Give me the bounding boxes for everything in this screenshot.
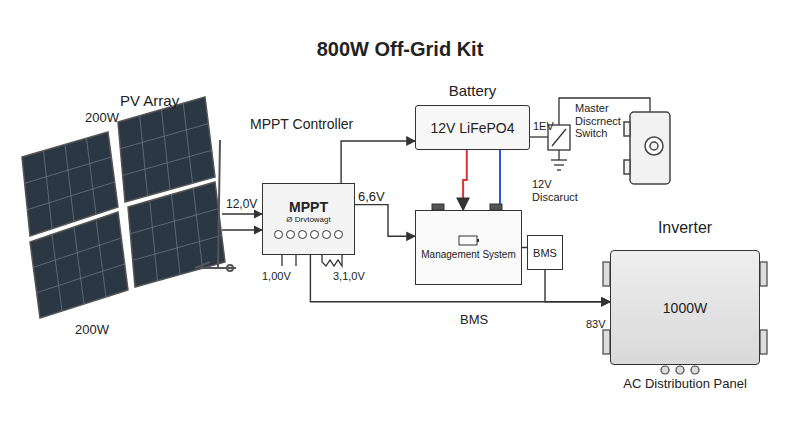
connector — [355, 205, 415, 237]
box-caption: AC Distribution Panel — [623, 376, 747, 391]
panel-cell-line — [123, 150, 212, 175]
panel-cell-line — [120, 124, 208, 149]
switch-label: Master Discrnect Switch — [575, 102, 627, 140]
panel-cell-line — [183, 103, 192, 183]
box-heading: Battery — [449, 82, 497, 99]
voltage-label: 83V — [586, 318, 606, 330]
inverter-box: Inverter1000WAC Distribution Panel — [610, 250, 760, 365]
diagram-title: 800W Off-Grid Kit — [317, 38, 484, 61]
panel-cell-line — [74, 227, 84, 304]
panel-cell-line — [37, 264, 125, 293]
panel-cell-line — [130, 209, 218, 234]
voltage-label: 12V Discaruct — [532, 178, 588, 203]
panel-cell-line — [162, 110, 171, 190]
panel-cell-line — [172, 195, 181, 275]
terminal — [274, 230, 283, 239]
voltage-label: 1EV — [533, 120, 554, 132]
panel-cell-line — [65, 145, 74, 222]
terminal — [310, 230, 319, 239]
terminal — [298, 230, 307, 239]
panel-cell-line — [150, 201, 158, 281]
box-text: 1000W — [663, 300, 707, 316]
voltage-label: 3,1,0V — [333, 270, 365, 282]
box-text: MPPT — [289, 199, 328, 215]
terminal-row — [274, 230, 343, 239]
panel-cell-line — [33, 238, 121, 267]
box-text: BMS — [533, 247, 557, 259]
power-rating: 200W — [75, 322, 109, 337]
box-text: 12V LiFePO4 — [430, 120, 514, 136]
battery-management-box: Management System — [415, 210, 522, 285]
box-subtext: Ø Drvtowagt — [286, 215, 330, 224]
bms-box: BMS — [527, 235, 563, 270]
panel-cell-line — [27, 182, 114, 210]
terminal — [322, 230, 331, 239]
master-disconnect-device — [624, 112, 670, 184]
power-rating: 200W — [85, 110, 119, 125]
panel-cell-line — [133, 235, 222, 260]
controller-label: MPPT Controller — [250, 116, 353, 132]
battery-icon — [458, 234, 480, 246]
box-heading: Inverter — [658, 219, 712, 237]
voltage-label: 1,00V — [262, 270, 291, 282]
mppt-controller-box: MPPTØ Drvtowagt — [262, 183, 355, 255]
box-text: Management System — [421, 249, 516, 261]
voltage-label: 12,0V — [226, 197, 257, 211]
connector — [545, 270, 610, 302]
battery-icon-tip — [477, 239, 479, 242]
panel-cell-line — [25, 157, 112, 183]
terminal — [334, 230, 343, 239]
terminal — [286, 230, 295, 239]
panel-cell-line — [96, 220, 106, 298]
battery-icon-body — [459, 236, 477, 245]
connector — [341, 141, 415, 183]
panel-cell-line — [87, 138, 97, 214]
connector — [463, 150, 467, 210]
connector-label: BMS — [458, 312, 490, 327]
panel-cell-line — [44, 151, 53, 229]
panel-cell-line — [193, 188, 202, 268]
panel-cell-line — [140, 116, 148, 196]
panel-cell-line — [52, 235, 62, 312]
array-label: PV Array — [120, 92, 179, 109]
connector-label: 6,6V — [356, 189, 387, 204]
solar-panels — [22, 97, 225, 318]
battery-box: Battery12V LiFePO4 — [415, 105, 530, 150]
